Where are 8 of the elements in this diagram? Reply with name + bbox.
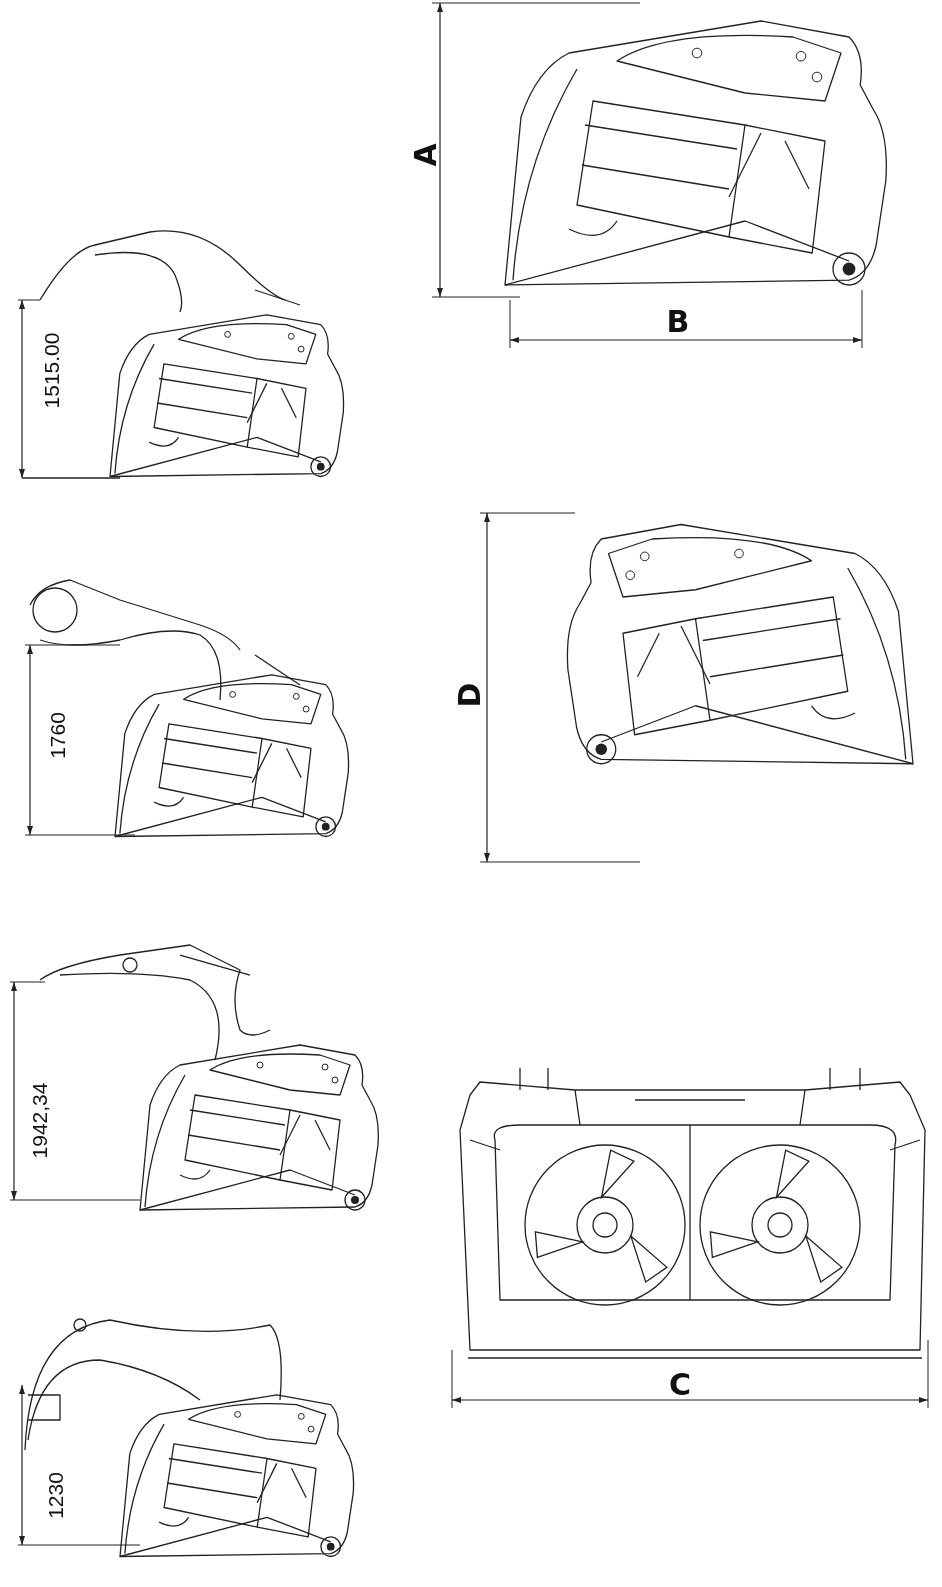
dimension-letter: C [669,1370,692,1400]
dimension-value: 1942,34 [29,1082,51,1158]
dimension-letter: D [454,682,485,708]
dimension-value: 1230 [44,1471,66,1519]
dimension-letter: A [410,143,441,167]
dimension-value: 1515.00 [41,332,63,408]
dimension-value: 1760 [46,711,68,759]
dimension-letter: B [666,307,690,337]
